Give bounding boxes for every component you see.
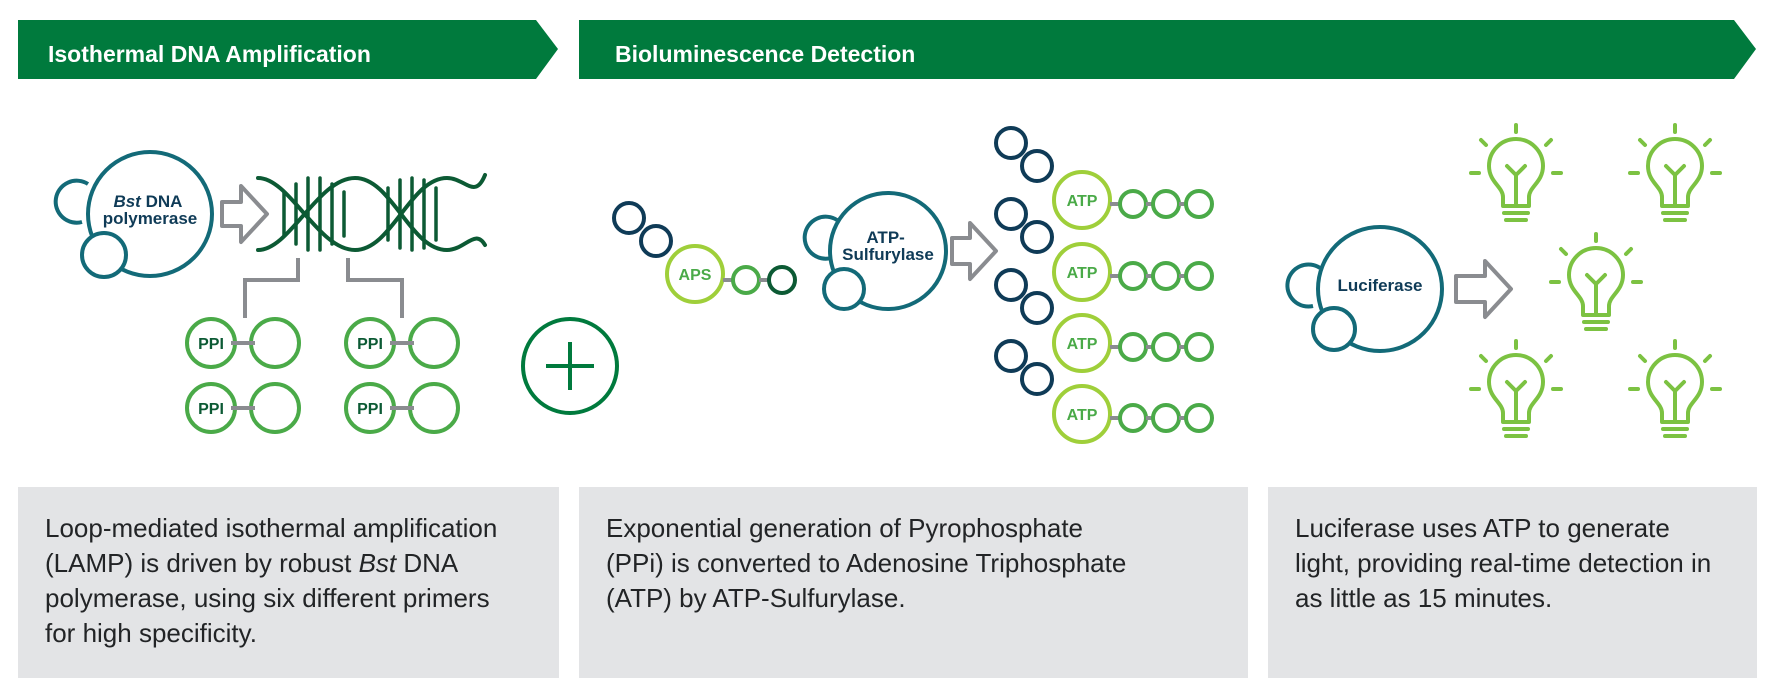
bst-polymerase-label: Bst DNA polymerase [103, 192, 198, 228]
ppi-label: PPI [198, 336, 224, 353]
lightbulb-icon [1628, 123, 1722, 222]
atp-label: ATP [1067, 407, 1098, 424]
atp-label: ATP [1067, 336, 1098, 353]
header-detection-label: Bioluminescence Detection [615, 41, 915, 67]
ppi-molecule: PPI [344, 317, 460, 369]
header-detection: Bioluminescence Detection [579, 20, 1756, 79]
ppi-label: PPI [357, 336, 383, 353]
caption-sulfurylase: Exponential generation of Pyrophosphate … [579, 487, 1248, 678]
lightbulb-icon [1469, 123, 1563, 222]
lightbulb-icon [1549, 232, 1643, 331]
atp-molecule: ATP [994, 268, 1214, 373]
ppi-molecule: PPI [185, 317, 301, 369]
caption-lamp-text: Loop-mediated isothermal amplification (… [45, 513, 498, 648]
caption-luciferase: Luciferase uses ATP to generate light, p… [1268, 487, 1757, 678]
atp-molecule: ATP [994, 126, 1214, 230]
luciferase-enzyme [1285, 225, 1444, 353]
atp-molecule: ATP [994, 339, 1214, 444]
arrow-icon [1454, 259, 1513, 319]
arrow-icon [950, 221, 998, 281]
aps-label: APS [679, 267, 712, 284]
atp-sulfurylase-enzyme [802, 191, 948, 311]
lightbulb-icon [1628, 339, 1722, 438]
ppi-molecule: PPI [344, 382, 460, 434]
luciferase-label: Luciferase [1337, 276, 1422, 295]
plus-icon [521, 317, 619, 415]
header-amplification-label: Isothermal DNA Amplification [48, 41, 371, 67]
atp-sulfurylase-label: ATP- Sulfurylase [842, 228, 934, 264]
dna-helix-icon [256, 173, 487, 253]
atp-molecule: ATP [994, 197, 1214, 302]
arrow-icon [220, 184, 269, 244]
ppi-bracket-connectors [243, 258, 404, 318]
caption-sulfurylase-text: Exponential generation of Pyrophosphate … [606, 513, 1127, 613]
ppi-label: PPI [357, 401, 383, 418]
ppi-molecule: PPI [185, 382, 301, 434]
bst-polymerase-enzyme [53, 150, 214, 279]
ppi-label: PPI [198, 401, 224, 418]
lightbulb-icon [1469, 339, 1563, 438]
atp-label: ATP [1067, 193, 1098, 210]
atp-label: ATP [1067, 265, 1098, 282]
caption-luciferase-text: Luciferase uses ATP to generate light, p… [1295, 513, 1712, 613]
caption-lamp: Loop-mediated isothermal amplification (… [18, 487, 559, 678]
aps-molecule: APS [612, 201, 797, 304]
header-amplification: Isothermal DNA Amplification [18, 20, 558, 79]
